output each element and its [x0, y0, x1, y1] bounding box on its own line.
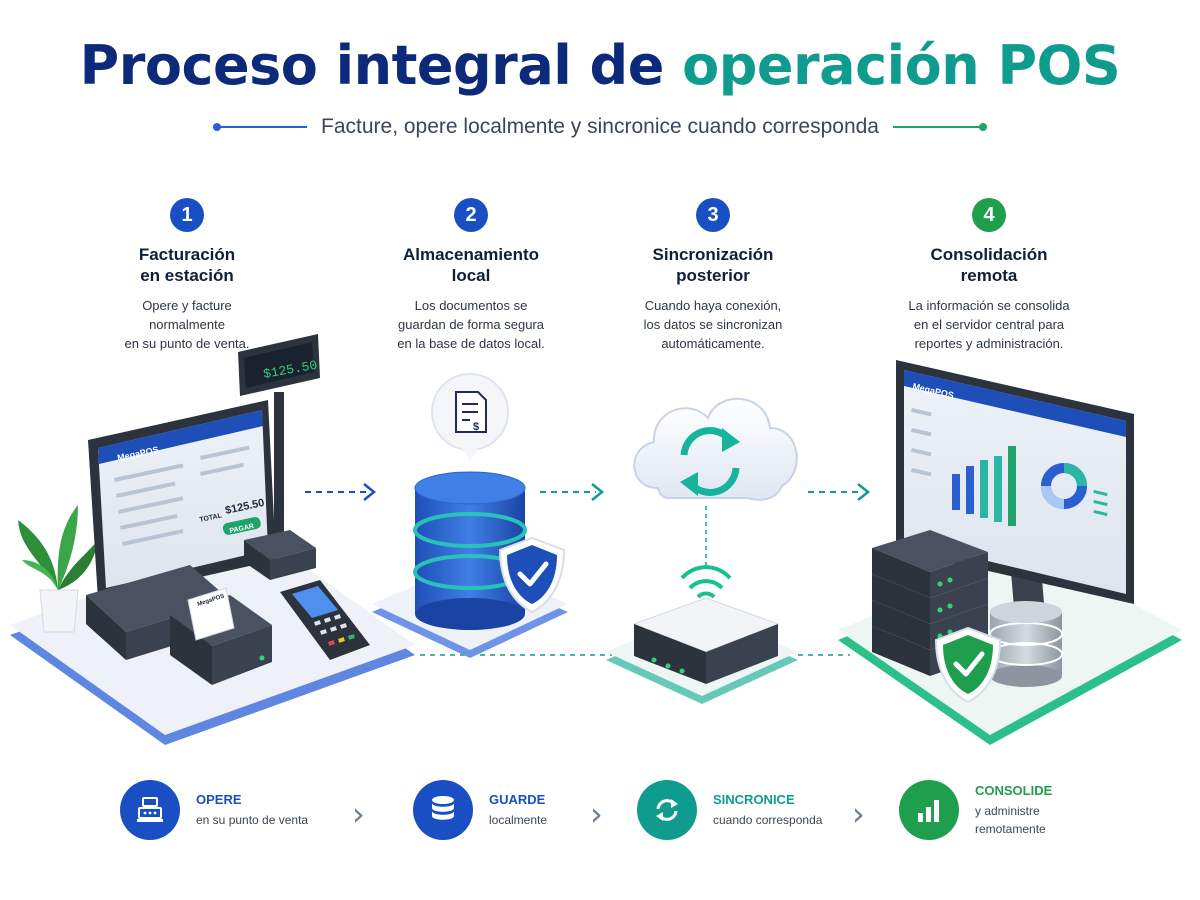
- step-2-text: Los documentos se guardan de forma segur…: [397, 298, 545, 351]
- flow-arrow-1: [305, 483, 377, 501]
- step-3-number: 3: [696, 198, 730, 232]
- step-4: 4 Consolidación remota La información se…: [874, 198, 1104, 353]
- summary-consolide-text: y administre remotamente: [975, 804, 1046, 836]
- flow-arrow-3: [808, 483, 871, 501]
- database-small-icon: [413, 780, 473, 840]
- sync-small-icon: [637, 780, 697, 840]
- step-1-text: Opere y facture normalmente en su punto …: [124, 298, 250, 351]
- subtitle-line-right: [892, 123, 987, 131]
- step-4-text: La información se consolida en el servid…: [908, 298, 1070, 351]
- chevron-right-icon: ›: [352, 795, 365, 833]
- summary-consolide-title: CONSOLIDE: [975, 783, 1053, 798]
- green-shield-check-icon: [934, 626, 1002, 704]
- pole-display: $125.50: [238, 334, 320, 580]
- pos-total-label: TOTAL: [199, 512, 223, 524]
- subtitle-row: Facture, opere localmente y sincronice c…: [0, 112, 1200, 142]
- pos-pay-button: PAGAR: [229, 523, 255, 535]
- summary-sincronice-text: cuando corresponda: [713, 813, 823, 827]
- grey-database-icon: [989, 601, 1063, 687]
- summary-consolide: CONSOLIDE y administre remotamente: [899, 780, 1052, 840]
- step-1-number: 1: [170, 198, 204, 232]
- title-main: Proceso integral de: [79, 34, 683, 97]
- title-accent: operación POS: [682, 34, 1121, 97]
- step-3-text: Cuando haya conexión, los datos se sincr…: [643, 298, 783, 351]
- summary-opere-title: OPERE: [196, 792, 242, 807]
- step-3: 3 Sincronización posterior Cuando haya c…: [598, 198, 828, 353]
- plant-icon: [18, 505, 98, 633]
- step-2-title: Almacenamiento local: [402, 245, 540, 285]
- sync-icon: [680, 427, 740, 496]
- step-4-number: 4: [972, 198, 1006, 232]
- server-rack-icon: [872, 530, 988, 676]
- summary-opere-text: en su punto de venta: [196, 813, 309, 827]
- step-3-title: Sincronización posterior: [652, 245, 774, 285]
- bar-chart-small-icon: [899, 780, 959, 840]
- step-2-number: 2: [454, 198, 488, 232]
- svg-text:$: $: [473, 421, 479, 433]
- summary-sincronice: SINCRONICE cuando corresponda: [637, 780, 822, 840]
- summary-sincronice-title: SINCRONICE: [713, 792, 795, 807]
- subtitle-line-left: [213, 123, 307, 131]
- receipt-printer: MegaPOS: [170, 587, 272, 685]
- summary-opere: OPERE en su punto de venta: [120, 780, 308, 840]
- database-icon: [413, 471, 527, 630]
- page-title: Proceso integral de operación POS: [0, 34, 1200, 97]
- donut-chart-icon: [1041, 463, 1087, 509]
- summary-guarde-title: GUARDE: [489, 792, 546, 807]
- flow-arrow-2: [540, 483, 605, 501]
- chevron-right-icon: ›: [590, 795, 603, 833]
- subtitle: Facture, opere localmente y sincronice c…: [321, 115, 879, 138]
- step-4-title: Consolidación remota: [930, 245, 1048, 285]
- document-bubble-icon: $: [431, 373, 509, 462]
- step-1: 1 Facturación en estación Opere y factur…: [72, 198, 302, 353]
- pos-monitor: MegaPOS TOTAL $125.50 PAGAR: [88, 400, 276, 655]
- cloud-icon: [633, 397, 798, 501]
- chevron-right-icon: ›: [852, 795, 865, 833]
- summary-guarde: GUARDE localmente: [413, 780, 547, 840]
- router-icon: [632, 597, 780, 684]
- card-terminal: [280, 580, 370, 660]
- summary-guarde-text: localmente: [489, 813, 548, 827]
- step-1-title: Facturación en estación: [138, 245, 236, 285]
- step-2: 2 Almacenamiento local Los documentos se…: [356, 198, 586, 353]
- shield-check-icon: [498, 536, 566, 614]
- cash-register-icon: [120, 780, 180, 840]
- bar-chart-icon: [952, 446, 1016, 526]
